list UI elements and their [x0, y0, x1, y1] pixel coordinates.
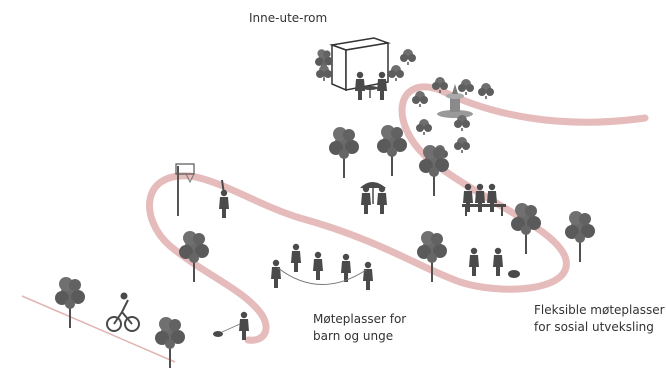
children-meeting-line-1: Møteplasser for — [313, 312, 407, 326]
shrub-icon — [477, 82, 495, 100]
shrub-icon — [315, 64, 333, 82]
umbrella-table-icon — [360, 182, 387, 214]
basketball-hoop-icon — [175, 163, 195, 216]
tree-icon — [418, 144, 450, 197]
indoor-outdoor-pavilion — [329, 37, 391, 92]
shrub-icon — [399, 48, 417, 66]
basketball-player-icon — [219, 179, 229, 218]
shrub-icon — [415, 118, 433, 136]
ground-line — [21, 295, 176, 363]
children-meeting-label: Møteplasser for barn og unge — [313, 311, 406, 345]
children-meeting-line-2: barn og unge — [313, 329, 394, 343]
cyclist-icon — [106, 292, 140, 332]
flexible-meeting-label: Fleksible møteplasser for sosial utveksl… — [534, 302, 665, 336]
sitting-people-icon — [469, 247, 520, 278]
cafe-table-icon — [355, 71, 387, 100]
tree-icon — [54, 276, 86, 329]
children-playing-icon — [271, 243, 373, 290]
tree-icon — [328, 126, 360, 179]
shrub-icon — [453, 136, 471, 154]
shrub-icon — [387, 64, 405, 82]
shrub-icon — [411, 90, 429, 108]
tree-icon — [154, 316, 186, 369]
tree-icon — [564, 210, 596, 263]
flexible-meeting-line-2: for sosial utveksling — [534, 320, 654, 334]
indoor-outdoor-label: Inne-ute-rom — [249, 11, 328, 25]
shrub-icon — [457, 78, 475, 96]
tree-icon — [376, 124, 408, 177]
bench-icon — [462, 183, 506, 216]
tree-icon — [510, 202, 542, 255]
dog-walker-icon — [213, 311, 249, 340]
flexible-meeting-line-1: Fleksible møteplasser — [534, 303, 665, 317]
serpentine-path — [146, 83, 649, 344]
